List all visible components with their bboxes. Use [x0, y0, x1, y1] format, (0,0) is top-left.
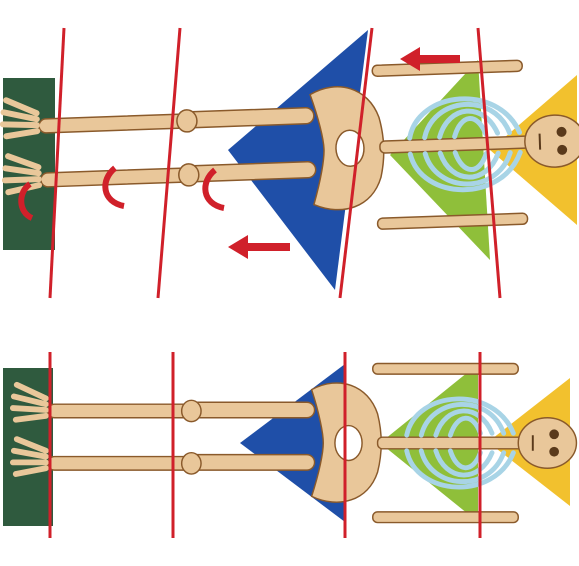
arrow-left-icon — [228, 235, 290, 259]
reference-line — [158, 28, 180, 298]
thorax-triangle — [390, 60, 490, 260]
panel-bottom-aligned — [3, 352, 576, 538]
panel-top-misaligned — [1, 28, 579, 298]
